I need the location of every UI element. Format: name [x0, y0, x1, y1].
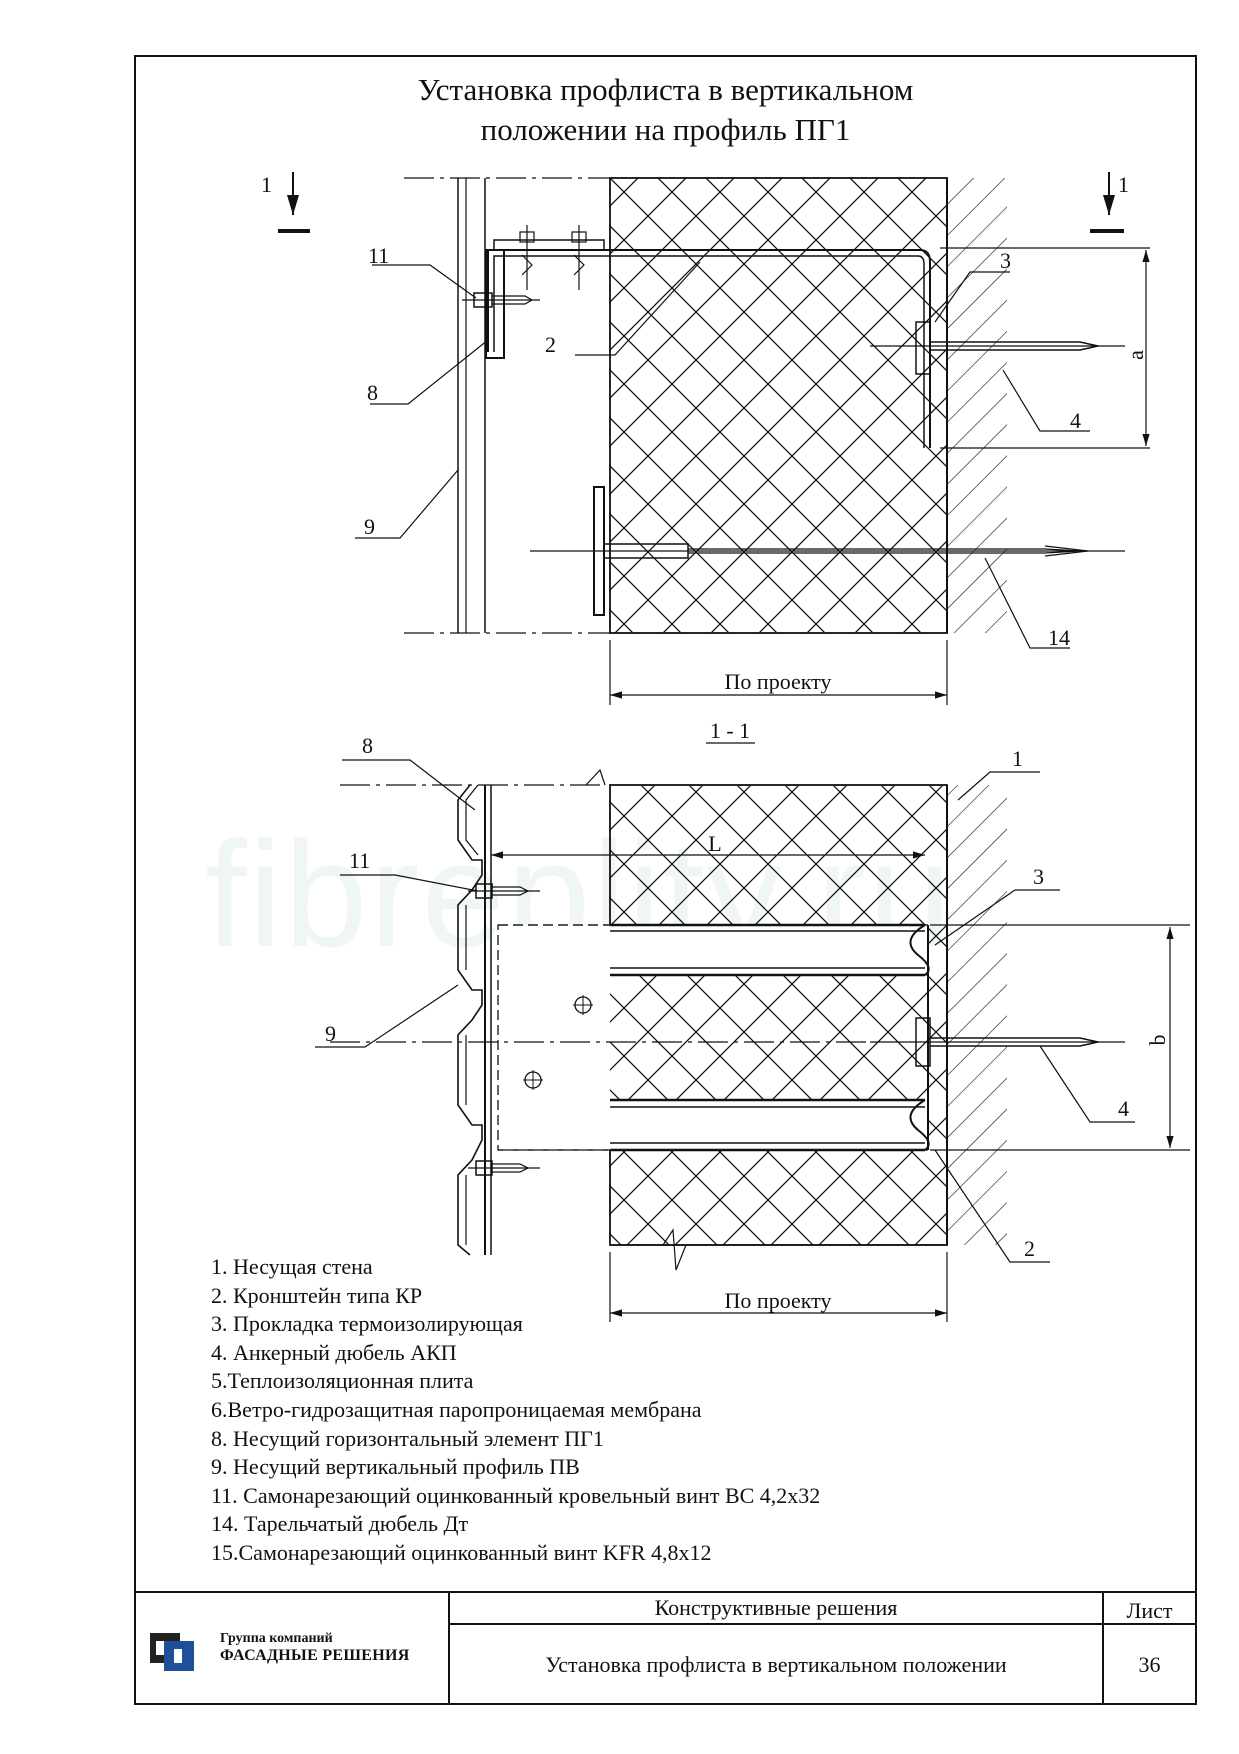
company-line-1: Группа компаний: [220, 1631, 333, 1646]
section-mark-right: 1: [1118, 172, 1129, 197]
title-block: Группа компаний ФАСАДНЫЕ РЕШЕНИЯ Констру…: [134, 1591, 1197, 1705]
legend-item: 3. Прокладка термоизолирующая: [211, 1311, 523, 1337]
callout-bottom-2: 2: [1024, 1236, 1035, 1261]
callout-bottom-9: 9: [325, 1021, 336, 1046]
legend-item: 5.Теплоизоляционная плита: [211, 1368, 474, 1394]
legend-item: 2. Кронштейн типа КР: [211, 1282, 423, 1308]
callout-top-2: 2: [545, 332, 556, 357]
dimension-b: b: [1145, 1035, 1170, 1046]
dimension-project-bottom: По проекту: [725, 1288, 832, 1313]
legend: 1. Несущая стена 2. Кронштейн типа КР 3.…: [211, 1253, 820, 1568]
callout-bottom-1: 1: [1012, 746, 1023, 771]
stamp-sheet-number: 36: [1102, 1625, 1195, 1705]
legend-item: 15.Самонарезающий оцинкованный винт KFR …: [211, 1539, 712, 1565]
callout-top-3: 3: [1000, 248, 1011, 273]
callout-top-4: 4: [1070, 408, 1081, 433]
callout-bottom-8: 8: [362, 733, 373, 758]
callout-top-9: 9: [364, 514, 375, 539]
company-logo-icon: [150, 1633, 194, 1671]
legend-item: 6.Ветро-гидрозащитная паропроницаемая ме…: [211, 1396, 702, 1422]
company-line-2: ФАСАДНЫЕ РЕШЕНИЯ: [220, 1647, 410, 1664]
title-line-1: Установка профлиста в вертикальном: [417, 72, 914, 107]
callout-bottom-3: 3: [1033, 864, 1044, 889]
stamp-sheet-label: Лист: [1102, 1593, 1195, 1625]
legend-item: 14. Тарельчатый дюбель Дт: [211, 1511, 469, 1537]
section-view: [315, 759, 1190, 1322]
top-view: [278, 172, 1150, 705]
callout-top-14: 14: [1048, 625, 1070, 650]
dimension-L: L: [708, 831, 721, 856]
callout-top-11: 11: [368, 243, 389, 268]
section-mark-left: 1: [261, 172, 272, 197]
legend-item: 1. Несущая стена: [211, 1254, 373, 1279]
legend-item: 11. Самонарезающий оцинкованный кровельн…: [211, 1482, 821, 1508]
drawing-frame: [134, 55, 1197, 1705]
section-label: 1 - 1: [710, 718, 750, 743]
dimension-a: a: [1123, 350, 1148, 360]
callout-bottom-11: 11: [349, 848, 370, 873]
stamp-section: Конструктивные решения: [450, 1593, 1102, 1625]
title-line-2: положении на профиль ПГ1: [480, 112, 851, 147]
legend-item: 4. Анкерный дюбель АКП: [211, 1339, 457, 1365]
callout-bottom-4: 4: [1118, 1096, 1129, 1121]
callout-top-8: 8: [367, 380, 378, 405]
drawing-title: Установка профлиста в вертикальном полож…: [134, 70, 1197, 150]
legend-item: 9. Несущий вертикальный профиль ПВ: [211, 1454, 580, 1480]
company-logo-cell: Группа компаний ФАСАДНЫЕ РЕШЕНИЯ: [134, 1593, 450, 1705]
company-name: Группа компаний ФАСАДНЫЕ РЕШЕНИЯ: [220, 1630, 410, 1664]
legend-item: 8. Несущий горизонтальный элемент ПГ1: [211, 1425, 604, 1451]
stamp-sheet-title: Установка профлиста в вертикальном полож…: [545, 1652, 1007, 1677]
dimension-project-top: По проекту: [725, 669, 832, 694]
